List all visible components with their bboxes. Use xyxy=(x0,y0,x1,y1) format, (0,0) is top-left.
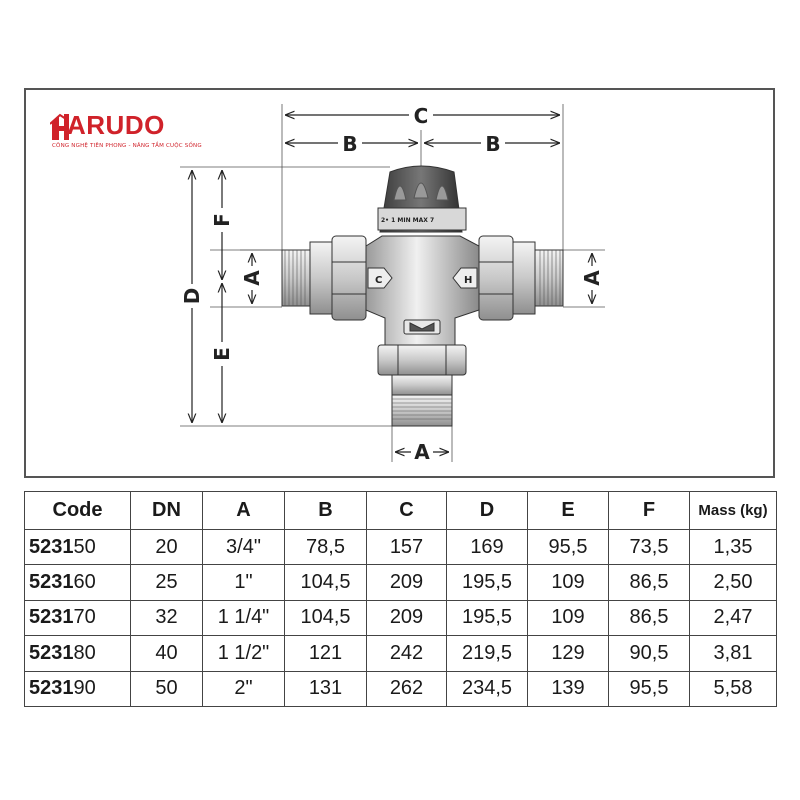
table-row: 523190 50 2" 131 262 234,5 139 95,5 5,58 xyxy=(24,670,777,708)
drawing-frame xyxy=(24,88,775,478)
cell-f: 95,5 xyxy=(608,670,690,708)
header-a: A xyxy=(202,491,285,530)
cell-e: 129 xyxy=(527,635,609,672)
valve-drawing: C B B A D F E A A xyxy=(180,104,605,464)
cell-d: 195,5 xyxy=(446,564,528,601)
dim-a-bottom-label: A xyxy=(414,440,430,464)
dim-c-label: C xyxy=(414,104,429,128)
cell-dn: 50 xyxy=(130,670,203,708)
header-f: F xyxy=(608,491,690,530)
cell-code: 523160 xyxy=(24,564,131,601)
dim-f-label: F xyxy=(210,213,234,227)
mixing-valve-icon xyxy=(281,165,564,427)
cell-f: 90,5 xyxy=(608,635,690,672)
dim-b-left-label: B xyxy=(342,132,357,156)
header-dn: DN xyxy=(130,491,203,530)
header-code: Code xyxy=(24,491,131,530)
cell-dn: 40 xyxy=(130,635,203,672)
cell-dn: 20 xyxy=(130,528,203,566)
header-b: B xyxy=(284,491,367,530)
dim-d-label: D xyxy=(180,288,204,305)
cell-code: 523170 xyxy=(24,599,131,637)
dim-a-right-label: A xyxy=(580,270,604,286)
table-row: 523150 20 3/4" 78,5 157 169 95,5 73,5 1,… xyxy=(24,528,777,566)
cell-c: 242 xyxy=(366,635,447,672)
cell-b: 78,5 xyxy=(284,528,367,566)
cell-a: 2" xyxy=(202,670,285,708)
port-hot-label: H xyxy=(464,275,472,286)
cell-mass: 1,35 xyxy=(689,528,777,566)
brand-logo: ARUDO CÔNG NGHỆ TIÊN PHONG - NÂNG TẦM CU… xyxy=(50,110,202,160)
dim-b-right-label: B xyxy=(485,132,500,156)
header-d: D xyxy=(446,491,528,530)
cell-code: 523150 xyxy=(24,528,131,566)
cell-f: 86,5 xyxy=(608,564,690,601)
cell-mass: 2,50 xyxy=(689,564,777,601)
cell-code: 523180 xyxy=(24,635,131,672)
cell-b: 104,5 xyxy=(284,599,367,637)
cell-f: 86,5 xyxy=(608,599,690,637)
table-row: 523170 32 1 1/4" 104,5 209 195,5 109 86,… xyxy=(24,599,777,637)
cell-c: 209 xyxy=(366,564,447,601)
cell-a: 1 1/2" xyxy=(202,635,285,672)
cell-c: 262 xyxy=(366,670,447,708)
cell-e: 109 xyxy=(527,564,609,601)
cell-a: 1" xyxy=(202,564,285,601)
spec-table: Code DN A B C D E F Mass (kg) 523150 20 … xyxy=(24,491,777,708)
cell-b: 104,5 xyxy=(284,564,367,601)
cell-d: 169 xyxy=(446,528,528,566)
cell-c: 157 xyxy=(366,528,447,566)
dim-e-label: E xyxy=(210,347,234,361)
table-row: 523180 40 1 1/2" 121 242 219,5 129 90,5 … xyxy=(24,635,777,672)
cell-d: 195,5 xyxy=(446,599,528,637)
cell-a: 1 1/4" xyxy=(202,599,285,637)
cell-d: 219,5 xyxy=(446,635,528,672)
header-mass: Mass (kg) xyxy=(689,491,777,530)
cell-e: 95,5 xyxy=(527,528,609,566)
cell-dn: 32 xyxy=(130,599,203,637)
cell-mass: 3,81 xyxy=(689,635,777,672)
header-c: C xyxy=(366,491,447,530)
dial-scale-label: 2• 1 MIN MAX 7 xyxy=(381,217,434,224)
cell-code: 523190 xyxy=(24,670,131,708)
cell-mass: 5,58 xyxy=(689,670,777,708)
cell-dn: 25 xyxy=(130,564,203,601)
port-cold-label: C xyxy=(375,275,382,286)
cell-b: 121 xyxy=(284,635,367,672)
cell-a: 3/4" xyxy=(202,528,285,566)
header-e: E xyxy=(527,491,609,530)
table-header-row: Code DN A B C D E F Mass (kg) xyxy=(24,491,777,530)
logo-h-mark-icon xyxy=(50,113,69,140)
cell-f: 73,5 xyxy=(608,528,690,566)
cell-b: 131 xyxy=(284,670,367,708)
cell-e: 139 xyxy=(527,670,609,708)
cell-e: 109 xyxy=(527,599,609,637)
cell-mass: 2,47 xyxy=(689,599,777,637)
cell-c: 209 xyxy=(366,599,447,637)
dim-a-left-label: A xyxy=(240,270,264,286)
table-row: 523160 25 1" 104,5 209 195,5 109 86,5 2,… xyxy=(24,564,777,601)
logo-text: ARUDO xyxy=(67,110,165,140)
cell-d: 234,5 xyxy=(446,670,528,708)
logo-tagline: CÔNG NGHỆ TIÊN PHONG - NÂNG TẦM CUỘC SỐN… xyxy=(52,143,202,149)
